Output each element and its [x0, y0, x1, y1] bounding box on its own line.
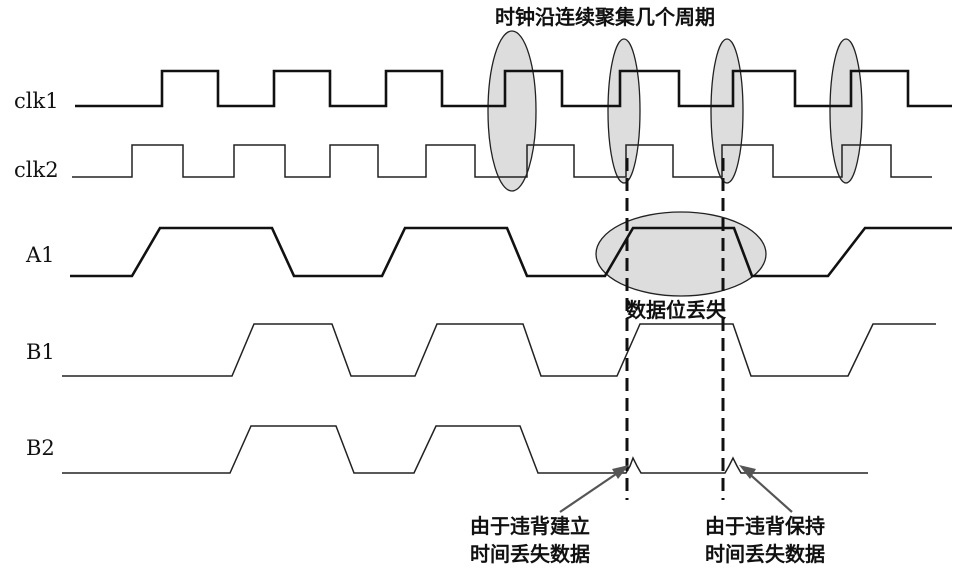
clk2-waveform	[72, 144, 932, 178]
setup-violation-label-line1: 由于违背建立	[470, 514, 590, 538]
signal-label-clk2: clk2	[14, 158, 59, 182]
signal-label-a1: A1	[25, 243, 55, 267]
clock-edge-cluster-1	[487, 30, 537, 192]
setup-arrow-head	[612, 465, 629, 479]
setup-violation-label-line2: 时间丢失数据	[470, 542, 590, 566]
signal-label-clk1: clk1	[14, 89, 59, 113]
data-bit-lost-label: 数据位丢失	[626, 298, 727, 322]
a1-waveform	[70, 226, 952, 278]
signal-label-b1: B1	[26, 340, 55, 364]
data-bit-lost-region	[595, 211, 767, 297]
hold-arrow-shaft	[744, 469, 793, 513]
hold-arrow-head	[739, 465, 756, 479]
b2-waveform	[62, 425, 868, 474]
hold-violation-label-line2: 时间丢失数据	[705, 542, 825, 566]
clock-edge-cluster-3	[710, 38, 744, 184]
signal-label-b2: B2	[26, 436, 55, 460]
clk1-waveform	[75, 69, 952, 108]
setup-arrow-shaft	[559, 469, 623, 513]
hold-violation-label-line1: 由于违背保持	[705, 514, 825, 538]
clock-edge-cluster-2	[607, 38, 641, 184]
b1-waveform	[62, 323, 936, 377]
clock-edge-cluster-4	[829, 38, 863, 184]
diagram-title: 时钟沿连续聚集几个周期	[495, 5, 715, 29]
